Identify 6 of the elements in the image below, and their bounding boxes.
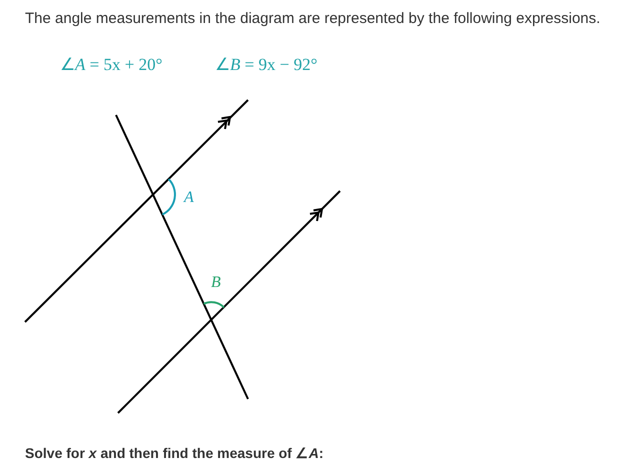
angle-label: B: [211, 274, 221, 292]
angle-expression: ∠B = 9x − 92°: [215, 54, 318, 75]
question-text: Solve for x and then find the measure of ∠A:: [25, 445, 324, 461]
angle-label: A: [184, 189, 194, 207]
angle-expression: ∠A = 5x + 20°: [60, 54, 162, 75]
instruction-text: The angle measurements in the diagram are represented by the following expressions.: [25, 10, 600, 27]
